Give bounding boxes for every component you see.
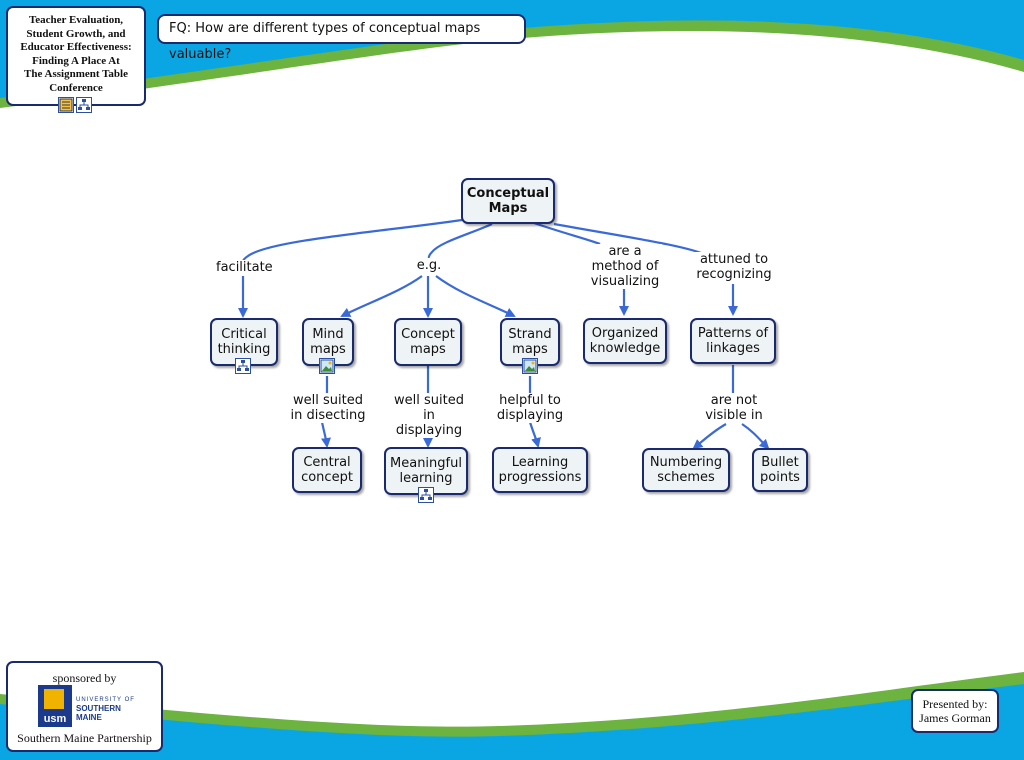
title-line: Student Growth, and: [26, 27, 126, 40]
link-label-helpful: helpful to displaying: [494, 393, 566, 423]
link-root-eg: [427, 222, 493, 259]
sponsor-box: sponsored by usm UNIVERSITY OF SOUTHERN …: [6, 661, 163, 752]
presenter-label: Presented by:: [922, 697, 988, 711]
usm-sail-mark: usm: [38, 685, 72, 727]
concept-map-icon[interactable]: [76, 97, 92, 113]
link-helpful-progressions: [528, 421, 541, 448]
concept-map-icon[interactable]: [418, 487, 434, 503]
presenter-name: James Gorman: [919, 711, 991, 725]
bottom-blue-wave: [0, 684, 1024, 760]
link-label-eg: e.g.: [410, 258, 448, 273]
link-label-method: are a method of visualizing: [588, 244, 662, 289]
link-label-facilitate: facilitate: [214, 260, 274, 275]
title-line: Educator Effectiveness:: [20, 41, 132, 53]
image-icon[interactable]: [522, 358, 538, 374]
title-line: Conference: [49, 81, 103, 94]
usm-line2: SOUTHERN MAINE: [76, 704, 121, 722]
link-notvisible-numbering: [692, 423, 727, 450]
sponsored-by-label: sponsored by: [52, 671, 117, 685]
node-patterns-of-linkages[interactable]: Patterns of linkages: [690, 318, 776, 364]
usm-logo[interactable]: usm UNIVERSITY OF SOUTHERN MAINE: [38, 685, 138, 727]
usm-mark-text: usm: [43, 713, 67, 725]
node-mind-maps[interactable]: Mind maps: [302, 318, 354, 366]
concept-map-icon[interactable]: [235, 358, 251, 374]
link-root-method: [533, 221, 601, 246]
node-conceptual-maps[interactable]: Conceptual Maps: [461, 178, 555, 224]
link-eg-strand: [435, 275, 516, 317]
presenter-box: Presented by: James Gorman: [911, 689, 999, 733]
title-line: The Assignment Table: [24, 68, 128, 80]
node-bullet-points[interactable]: Bullet points: [752, 448, 808, 492]
title-icons: [58, 97, 92, 113]
link-disecting-central: [320, 421, 331, 448]
node-organized-knowledge[interactable]: Organized knowledge: [583, 318, 667, 364]
node-numbering-schemes[interactable]: Numbering schemes: [642, 448, 730, 492]
link-label-displaying: well suited in displaying: [386, 393, 472, 438]
conference-title-box: Teacher Evaluation, Student Growth, and …: [6, 6, 146, 113]
node-concept-maps[interactable]: Concept maps: [394, 318, 462, 366]
node-critical-thinking[interactable]: Critical thinking: [210, 318, 278, 366]
document-icon[interactable]: [58, 97, 74, 113]
title-line: Finding A Place At: [32, 54, 120, 67]
link-notvisible-bullet: [741, 423, 770, 450]
usm-wordmark: UNIVERSITY OF SOUTHERN MAINE: [76, 697, 138, 722]
node-central-concept[interactable]: Central concept: [292, 447, 362, 493]
sail-icon: [44, 689, 64, 709]
node-learning-progressions[interactable]: Learning progressions: [492, 447, 588, 493]
usm-line1: UNIVERSITY OF: [76, 697, 135, 703]
link-label-not-visible: are not visible in: [698, 393, 770, 423]
sponsor-name: Southern Maine Partnership: [17, 731, 152, 745]
link-eg-mind: [340, 275, 423, 317]
title-line: Teacher Evaluation,: [28, 14, 124, 26]
link-label-disecting: well suited in disecting: [288, 393, 368, 423]
image-icon[interactable]: [319, 358, 335, 374]
focus-question: FQ: How are different types of conceptua…: [157, 14, 526, 62]
link-label-attuned: attuned to recognizing: [692, 252, 776, 282]
